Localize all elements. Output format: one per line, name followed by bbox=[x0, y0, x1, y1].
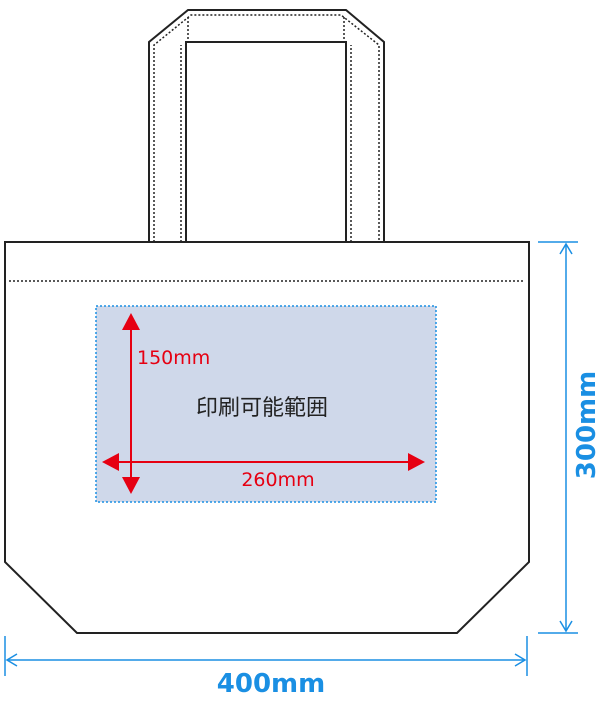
arrowhead-left bbox=[102, 453, 119, 471]
print-width-label: 260mm bbox=[241, 469, 314, 491]
bag-handles bbox=[148, 9, 385, 242]
print-area bbox=[95, 305, 437, 503]
print-area-label: 印刷可能範囲 bbox=[196, 396, 328, 421]
arrowhead-right bbox=[408, 453, 425, 471]
print-height-arrow bbox=[122, 313, 140, 494]
bag-width-label: 400mm bbox=[217, 669, 325, 699]
arrowhead-up bbox=[122, 313, 140, 330]
arrowhead-down bbox=[122, 477, 140, 494]
print-height-label: 150mm bbox=[137, 347, 210, 369]
handle-outer bbox=[148, 9, 385, 242]
bag-width-dimension bbox=[4, 636, 528, 676]
bag-height-label: 300mm bbox=[572, 371, 600, 479]
handle-stitching bbox=[153, 14, 380, 242]
print-width-arrow bbox=[102, 453, 425, 471]
bag-height-dimension bbox=[538, 241, 578, 634]
handle-inner bbox=[185, 41, 347, 242]
